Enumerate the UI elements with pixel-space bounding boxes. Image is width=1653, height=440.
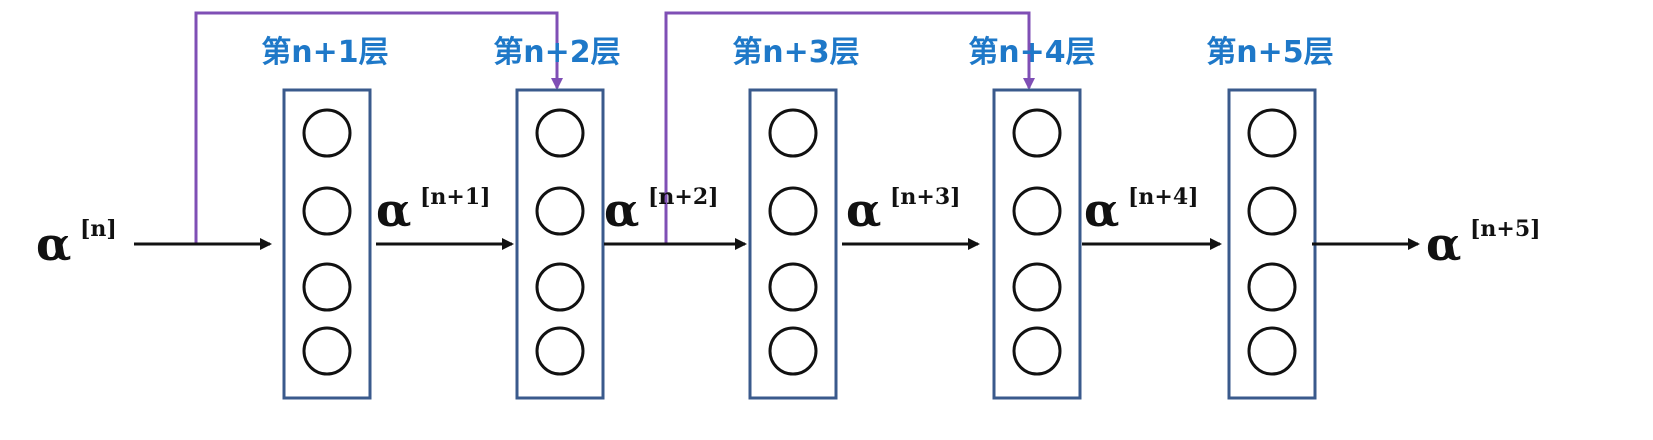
activation-superscript: [n+3] — [890, 184, 961, 210]
activation-symbol: α — [1426, 217, 1461, 271]
neuron-circle — [768, 108, 818, 158]
activation-symbol: α — [36, 217, 71, 271]
activation-n-plus-3: α [n+3] — [846, 183, 961, 237]
activation-symbol: α — [1084, 183, 1119, 237]
layer-labels: 第n+1层 第n+2层 第n+3层 第n+4层 第n+5层 — [261, 35, 1333, 70]
activation-superscript: [n+1] — [420, 184, 491, 210]
layer-label-3: 第n+3层 — [732, 35, 859, 70]
neuron-circle — [302, 262, 352, 312]
layer-3 — [748, 88, 838, 400]
skip-connection-2 — [664, 11, 1035, 244]
neuron-circle — [535, 326, 585, 376]
activation-symbol: α — [846, 183, 881, 237]
activation-superscript: [n+4] — [1128, 184, 1199, 210]
activation-n-plus-4: α [n+4] — [1084, 183, 1199, 237]
activation-labels: α [n] α [n+1] α [n+2] α [n+3] α [n+4] α … — [36, 183, 1541, 271]
neuron-circle — [1012, 326, 1062, 376]
neuron-circle — [302, 326, 352, 376]
layer-1 — [282, 88, 372, 400]
neuron-circle — [1247, 108, 1297, 158]
skip-connection-1 — [194, 11, 563, 244]
neuron-circle — [1247, 262, 1297, 312]
activation-n: α [n] — [36, 216, 117, 271]
layer-label-1: 第n+1层 — [261, 35, 388, 70]
activation-symbol: α — [376, 183, 411, 237]
neuron-circle — [1012, 262, 1062, 312]
neuron-circle — [1012, 108, 1062, 158]
neuron-circle — [1012, 186, 1062, 236]
activation-superscript: [n+5] — [1470, 216, 1541, 242]
layer-label-5: 第n+5层 — [1206, 35, 1333, 70]
neuron-circle — [1247, 326, 1297, 376]
neuron-circle — [535, 262, 585, 312]
layer-2 — [515, 88, 605, 400]
layer-label-2: 第n+2层 — [493, 35, 620, 70]
activation-superscript: [n] — [80, 216, 117, 242]
neuron-circle — [535, 108, 585, 158]
activation-symbol: α — [604, 183, 639, 237]
neuron-circle — [302, 108, 352, 158]
activation-n-plus-5: α [n+5] — [1426, 216, 1541, 271]
layers-group — [282, 88, 1317, 400]
activation-n-plus-2: α [n+2] — [604, 183, 719, 237]
neuron-circle — [535, 186, 585, 236]
activation-superscript: [n+2] — [648, 184, 719, 210]
layer-label-4: 第n+4层 — [968, 35, 1095, 70]
layer-5 — [1227, 88, 1317, 400]
neuron-circle — [768, 186, 818, 236]
layer-4 — [992, 88, 1082, 400]
neuron-circle — [768, 326, 818, 376]
neuron-circle — [768, 262, 818, 312]
activation-n-plus-1: α [n+1] — [376, 183, 491, 237]
skip-connections — [194, 11, 1035, 244]
neuron-circle — [302, 186, 352, 236]
neuron-circle — [1247, 186, 1297, 236]
